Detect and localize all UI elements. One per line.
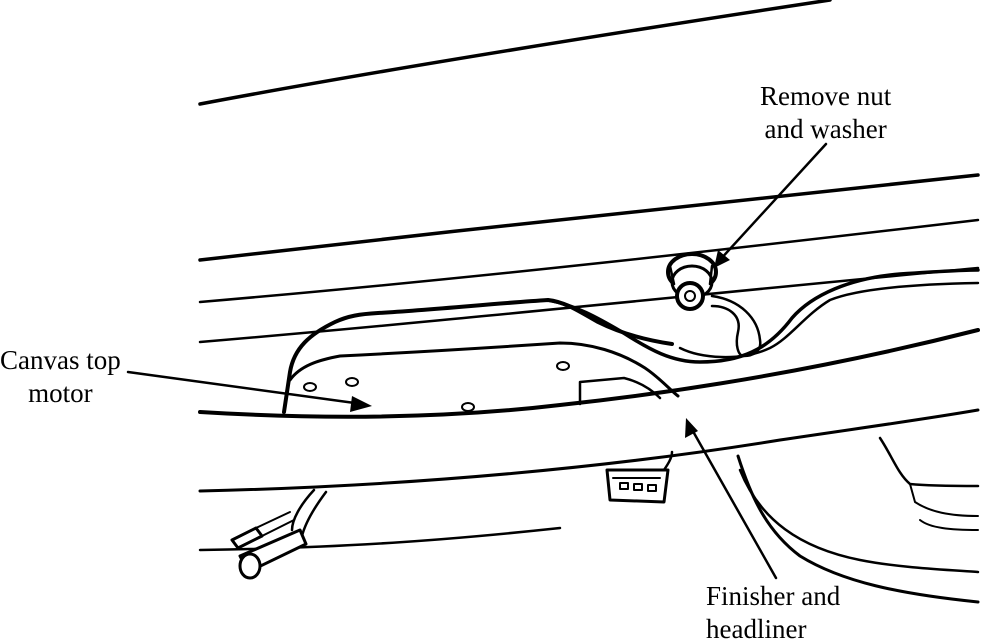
canvas-top-motor (282, 298, 680, 414)
leader-line-finisher (685, 418, 778, 580)
callout-text-line: Finisher and (706, 581, 841, 611)
callout-remove-nut-and-washer: Remove nut and washer (760, 80, 891, 146)
body-line-1 (198, 173, 980, 262)
wire-harness (710, 294, 762, 358)
callout-text-line: and washer (764, 114, 887, 144)
roof-edge-line (198, 0, 832, 106)
seat-back-inner (909, 483, 979, 531)
finisher-panel-bottom (198, 408, 980, 493)
electrical-connector (605, 450, 674, 504)
leader-line-motor (126, 370, 372, 412)
seat-back-outline (878, 436, 980, 488)
mounting-bracket (546, 268, 980, 364)
wire-plug (230, 488, 328, 580)
callout-text-line: Remove nut (760, 81, 892, 111)
callout-canvas-top-motor: Canvas top motor (0, 344, 121, 410)
headliner-curve (738, 468, 980, 574)
nut-and-washer (666, 252, 718, 311)
finisher-panel-top (198, 328, 980, 419)
leader-line-nut (714, 142, 828, 268)
callout-text-line: motor (28, 378, 93, 408)
body-line-2 (198, 218, 980, 304)
callout-text-line: Canvas top (0, 345, 121, 375)
lower-body-line (198, 526, 562, 552)
mounting-bracket-inner (678, 281, 980, 359)
callout-text-line: headliner (706, 614, 807, 640)
callout-finisher-and-headliner: Finisher and headliner (706, 580, 840, 640)
